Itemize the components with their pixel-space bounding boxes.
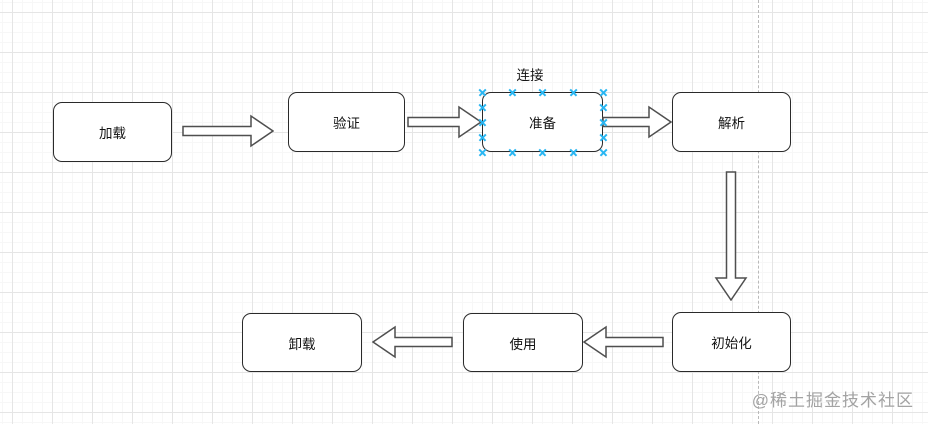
connection-point-icon[interactable] bbox=[599, 88, 608, 97]
arrow-initialize-to-use[interactable] bbox=[583, 325, 664, 359]
node-resolve[interactable]: 解析 bbox=[672, 92, 791, 152]
node-load[interactable]: 加载 bbox=[53, 102, 172, 162]
arrow-prepare-to-resolve[interactable] bbox=[602, 105, 672, 139]
connection-point-icon[interactable] bbox=[508, 88, 517, 97]
connection-point-icon[interactable] bbox=[599, 118, 608, 127]
connection-point-icon[interactable] bbox=[478, 118, 487, 127]
node-label: 卸载 bbox=[288, 336, 316, 352]
node-label: 解析 bbox=[718, 116, 745, 131]
node-label: 验证 bbox=[333, 116, 360, 131]
node-label: 使用 bbox=[509, 336, 537, 352]
node-verify[interactable]: 验证 bbox=[288, 92, 405, 152]
watermark: @稀土掘金技术社区 bbox=[751, 391, 914, 410]
arrow-resolve-to-initialize[interactable] bbox=[714, 171, 748, 301]
node-initialize[interactable]: 初始化 bbox=[672, 312, 791, 372]
node-label: 加载 bbox=[99, 126, 126, 141]
arrow-verify-to-prepare[interactable] bbox=[407, 105, 482, 139]
arrow-use-to-unload[interactable] bbox=[372, 325, 453, 359]
node-label: 准备 bbox=[529, 116, 556, 131]
connection-point-icon[interactable] bbox=[599, 133, 608, 142]
node-unload[interactable]: 卸载 bbox=[242, 313, 362, 372]
connection-point-icon[interactable] bbox=[508, 148, 517, 157]
connection-point-icon[interactable] bbox=[538, 148, 547, 157]
connection-point-icon[interactable] bbox=[478, 88, 487, 97]
group-label: 连接 bbox=[516, 68, 544, 83]
arrow-load-to-verify[interactable] bbox=[182, 114, 274, 148]
connection-point-icon[interactable] bbox=[599, 103, 608, 112]
connection-point-icon[interactable] bbox=[599, 148, 608, 157]
node-use[interactable]: 使用 bbox=[463, 313, 583, 372]
node-label: 初始化 bbox=[711, 336, 752, 351]
node-prepare[interactable]: 准备 bbox=[482, 92, 603, 152]
connection-point-icon[interactable] bbox=[569, 148, 578, 157]
connection-point-icon[interactable] bbox=[538, 88, 547, 97]
connection-point-icon[interactable] bbox=[478, 148, 487, 157]
page-boundary-guide-line bbox=[758, 0, 759, 424]
connection-point-icon[interactable] bbox=[478, 103, 487, 112]
connection-point-icon[interactable] bbox=[478, 133, 487, 142]
connection-point-icon[interactable] bbox=[569, 88, 578, 97]
